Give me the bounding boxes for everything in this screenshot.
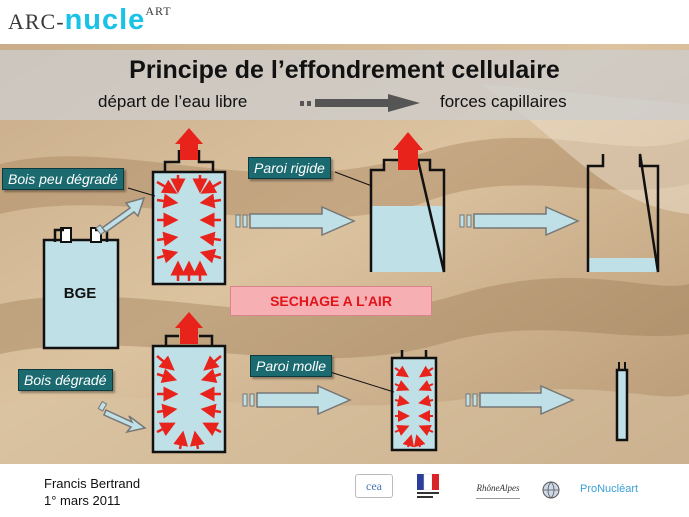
top-cell-1 [153,128,225,284]
top-cell-2 [371,132,444,272]
bottom-cell-2 [392,350,436,450]
footer-date: 1° mars 2011 [44,493,121,508]
callout-line-paroi-rigide [335,172,372,186]
callout-line-bois-peu-degrade [128,188,155,196]
cea-logo: cea [355,474,393,498]
bge-to-bottom-arrow [98,402,145,432]
bge-label: BGE [40,285,120,302]
bottom-arrow-2 [466,386,573,414]
label-bois-degrade: Bois dégradé [18,369,113,391]
republique-francaise-logo [415,472,441,500]
top-cell-3 [588,154,658,272]
bottom-arrow-1 [243,386,350,414]
top-arrow-2 [460,207,578,235]
label-bois-peu-degrade: Bois peu dégradé [2,168,124,190]
rhone-alpes-logo: RhôneAlpes [470,478,526,501]
bge-to-top-arrow [96,198,144,234]
sechage-banner: SECHAGE A L’AIR [230,286,432,316]
bottom-cell-3 [617,362,627,440]
rhone-alpes-logo-text: RhôneAlpes [477,483,520,493]
label-paroi-rigide: Paroi rigide [248,157,331,179]
cea-logo-text: cea [366,479,382,493]
callout-line-paroi-molle [330,372,394,392]
bottom-cell-1 [153,312,225,452]
pronucleart-logo: ProNucléart [580,483,638,495]
subtitle-arrow [300,94,420,112]
globe-logo-icon [541,480,561,500]
footer-author: Francis Bertrand [44,476,140,491]
label-paroi-molle: Paroi molle [250,355,332,377]
top-arrow-1 [236,207,354,235]
